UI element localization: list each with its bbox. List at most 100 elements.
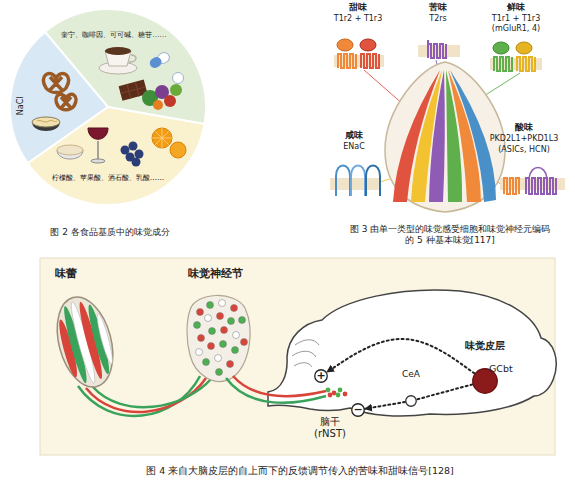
circle-shape [352,404,365,417]
ganglion [221,327,228,334]
vegetables [153,100,163,110]
wine-glass [91,159,105,163]
text-slot: GCbt [489,363,513,374]
circle-shape [405,395,417,407]
text-slot: 味蕾 [41,267,91,280]
text-slot: 图 4 来自大脑皮层的自上而下的反馈调节传入的苦味和甜味信号[128] [90,465,510,476]
taste-name: 咸味 [334,130,374,141]
receptors [529,168,547,179]
cortex-region: 味觉皮层GCbt [472,368,498,394]
pills [173,73,184,84]
coffee-cup [105,47,131,55]
text-slot: 奎宁、咖啡因、可可碱、糖苷…… [54,31,174,39]
receptors [418,45,460,57]
text-slot: 图 2 各食品基质中的味觉成分 [20,227,200,238]
taste-bud-section [48,291,122,393]
blueberries [129,142,138,151]
ganglion [216,369,223,376]
part-label: 味蕾 [41,267,91,280]
ganglion [194,322,201,329]
text-slot: 酸味 [504,122,544,133]
ganglion [232,347,239,354]
receptors [360,39,376,51]
feedback-arrow [327,339,475,373]
vegetables [164,95,176,107]
sign-circle: − [351,403,365,417]
taste-bud [450,70,496,202]
receptors [337,39,353,51]
text-slot: 味觉神经节 [175,267,255,280]
brain-outline [292,340,319,367]
receptors [366,166,380,197]
ganglion [207,302,214,309]
neuron-dots [343,392,348,397]
receptors [334,55,384,67]
receptors [338,54,356,68]
text-slot: + [314,369,328,383]
ganglion [227,361,234,368]
receptors [493,42,509,54]
blueberries [132,158,141,167]
ganglion [241,339,248,346]
region-label: 脑干 (rNST) [310,416,350,440]
receptors [494,57,512,71]
sign-circle: + [314,369,328,383]
ganglion [187,295,250,381]
oranges [152,128,172,148]
brainstem-nucleus: 脑干 (rNST) [324,386,348,398]
receptors [526,178,556,194]
receptors [490,58,542,70]
receptor-name: PKD2L1+PKD1L3 [479,134,569,144]
receptor-name: T1r1 + T1r3 [481,14,551,24]
text-slot: NaCl [16,76,26,136]
receptors [428,44,446,58]
compound-list: 奎宁、咖啡因、可可碱、糖苷…… [54,31,174,39]
ganglion [194,300,248,376]
taste-bud-section [95,313,115,365]
oranges [152,128,172,148]
sign-symbol: − [351,403,365,417]
wine-glass [97,141,99,160]
part-label: 味觉神经节 [175,267,255,280]
neuron-dots [336,393,341,398]
region-label: 味觉皮层 [455,340,515,352]
sign-symbol: + [314,369,328,383]
neuron-dots [338,388,343,393]
figure-caption: 图 3 由单一类型的味觉感受细胞和味觉神经元编码 的 5 种基本味觉[117] [347,224,553,246]
receptors [336,166,350,197]
ganglion [198,335,205,342]
brain-outline [268,290,556,416]
ganglion [203,359,210,366]
receptor-name: ENaC [329,142,379,152]
receptors [427,40,429,44]
ganglion [219,300,226,307]
receptors [330,39,565,196]
ganglion [217,313,224,320]
receptors [517,57,535,71]
text-slot: (ASICs, HCN) [484,145,564,155]
text-slot: − [351,403,365,417]
ganglion [239,317,246,324]
ganglion [233,332,240,339]
receptor-name: (ASICs, HCN) [484,145,564,155]
circle-shape [315,370,328,383]
ganglion [209,328,216,335]
taste-name: 苦味 [418,2,458,13]
ganglion [220,341,227,348]
ganglion [196,349,203,356]
text-slot: T1r2 + T1r3 [323,14,393,24]
receptors [361,54,379,68]
brain-outline [268,290,556,416]
figure-caption: 图 2 各食品基质中的味觉成分 [20,227,200,238]
receptors [504,178,519,194]
taste-bud [385,62,505,212]
neuron-dots [328,393,333,398]
oatmeal-bowl [57,145,83,155]
text-slot: T1r1 + T1r3 [481,14,551,24]
nerve-fibers [233,376,326,396]
text-slot: PKD2L1+PKD1L3 [479,134,569,144]
nerve-fibers [226,378,326,403]
